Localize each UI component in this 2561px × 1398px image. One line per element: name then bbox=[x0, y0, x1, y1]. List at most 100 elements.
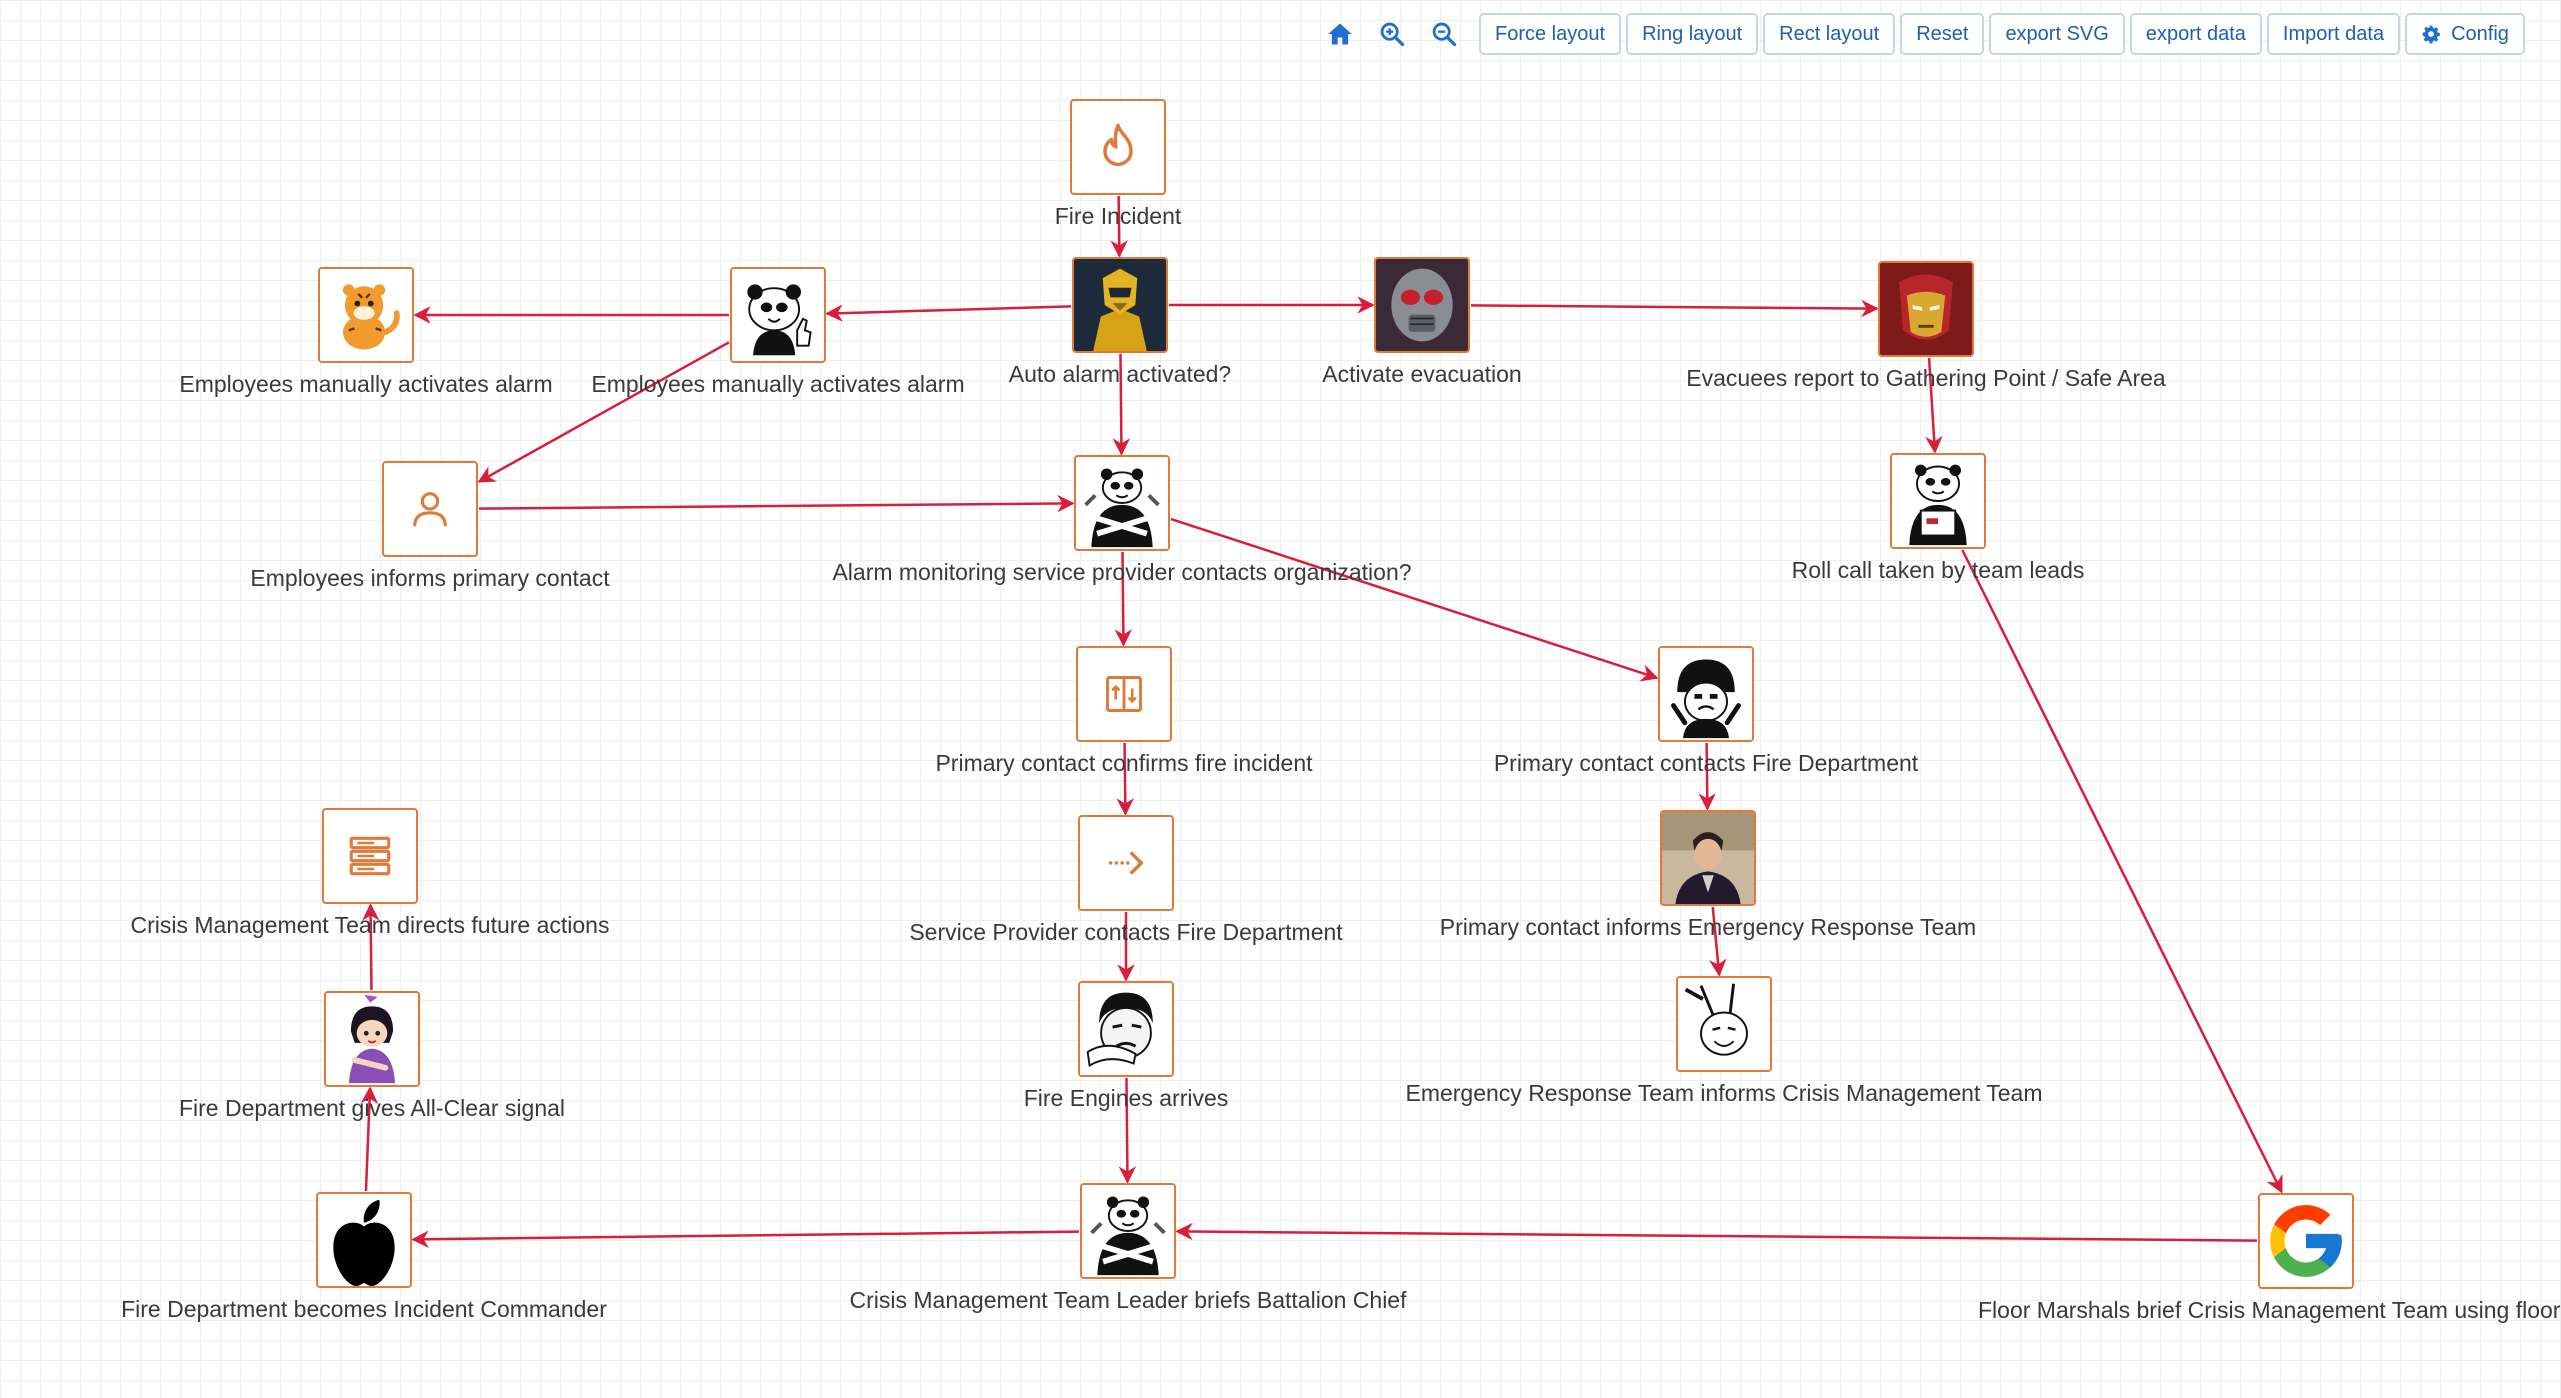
node-fd-commander[interactable]: Fire Department becomes Incident Command… bbox=[121, 1192, 607, 1322]
node-box[interactable] bbox=[1080, 1183, 1176, 1279]
node-box[interactable] bbox=[318, 267, 414, 363]
node-label: Evacuees report to Gathering Point / Saf… bbox=[1686, 365, 2166, 391]
node-box[interactable] bbox=[1072, 257, 1168, 353]
node-label: Auto alarm activated? bbox=[1008, 361, 1232, 387]
edge-floor_marshals-to-cmt_briefs bbox=[1175, 1222, 2258, 1242]
force-layout-button[interactable]: Force layout bbox=[1479, 13, 1622, 55]
fire-icon bbox=[1103, 123, 1133, 167]
node-box[interactable] bbox=[1676, 976, 1772, 1072]
server-stack-icon bbox=[349, 836, 391, 876]
reset-button[interactable]: Reset bbox=[1900, 13, 1985, 55]
node-contacts-fire-department[interactable]: Primary contact contacts Fire Department bbox=[1494, 646, 1918, 776]
node-box[interactable] bbox=[1878, 261, 1974, 357]
node-box[interactable] bbox=[1890, 453, 1986, 549]
node-employees-manual-2[interactable]: Employees manually activates alarm bbox=[591, 267, 965, 397]
node-label: Fire Department gives All-Clear signal bbox=[178, 1095, 566, 1121]
portrait-photo bbox=[1662, 812, 1754, 904]
node-confirms-fire[interactable]: Primary contact confirms fire incident bbox=[935, 646, 1313, 776]
node-box[interactable] bbox=[1078, 981, 1174, 1077]
home-icon[interactable] bbox=[1318, 12, 1362, 56]
edge-auto_alarm-to-emp_manual_2 bbox=[825, 304, 1072, 322]
node-label: Primary contact informs Emergency Respon… bbox=[1439, 914, 1977, 940]
edge-emp_manual_2-to-emp_informs bbox=[477, 341, 730, 483]
node-ert-informs-cmt[interactable]: Emergency Response Team informs Crisis M… bbox=[1405, 976, 2043, 1106]
node-cmt-briefs[interactable]: Crisis Management Team Leader briefs Bat… bbox=[850, 1183, 1406, 1313]
node-box[interactable] bbox=[1658, 646, 1754, 742]
google-logo bbox=[2270, 1205, 2342, 1277]
node-box[interactable] bbox=[1070, 99, 1166, 195]
cartoon-girl bbox=[326, 993, 418, 1085]
export-svg-button[interactable]: export SVG bbox=[1989, 13, 2125, 55]
config-button-label: Config bbox=[2451, 22, 2509, 45]
node-label: Floor Marshals brief Crisis Management T… bbox=[1978, 1297, 2561, 1323]
node-box[interactable] bbox=[316, 1192, 412, 1288]
rect-layout-button[interactable]: Rect layout bbox=[1763, 13, 1896, 55]
node-label: Employees manually activates alarm bbox=[179, 371, 553, 397]
rabbit-meme bbox=[1678, 978, 1770, 1070]
node-all-clear[interactable]: Fire Department gives All-Clear signal bbox=[179, 991, 565, 1121]
ring-layout-button[interactable]: Ring layout bbox=[1626, 13, 1759, 55]
node-employees-informs[interactable]: Employees informs primary contact bbox=[250, 461, 610, 591]
node-floor-marshals[interactable]: Floor Marshals brief Crisis Management T… bbox=[1978, 1193, 2560, 1323]
node-label: Primary contact confirms fire incident bbox=[935, 750, 1313, 776]
node-alarm-monitoring[interactable]: Alarm monitoring service provider contac… bbox=[832, 455, 1412, 585]
panda-arms-crossed-meme bbox=[1076, 457, 1168, 549]
edge-activate_evac-to-evacuees_report bbox=[1470, 299, 1879, 318]
node-fire-engines-arrive[interactable]: Fire Engines arrives bbox=[1024, 981, 1228, 1111]
user-icon bbox=[413, 492, 447, 527]
node-fire-incident[interactable]: Fire Incident bbox=[1055, 99, 1181, 229]
node-activate-evacuation[interactable]: Activate evacuation bbox=[1322, 257, 1522, 387]
node-box[interactable] bbox=[1660, 810, 1756, 906]
node-box[interactable] bbox=[730, 267, 826, 363]
swap-vertical-icon bbox=[1106, 676, 1142, 712]
zoom-in-icon[interactable] bbox=[1370, 12, 1414, 56]
panda-thumbs-up-meme bbox=[732, 269, 824, 361]
node-label: Alarm monitoring service provider contac… bbox=[832, 559, 1412, 585]
node-label: Crisis Management Team directs future ac… bbox=[130, 912, 610, 938]
panda-arms-crossed-meme bbox=[1082, 1185, 1174, 1277]
iron-hero-avatar bbox=[1880, 263, 1972, 355]
node-label: Primary contact contacts Fire Department bbox=[1493, 750, 1919, 776]
node-box[interactable] bbox=[322, 808, 418, 904]
node-label: Activate evacuation bbox=[1322, 361, 1522, 387]
node-sp-contacts-fire-department[interactable]: Service Provider contacts Fire Departmen… bbox=[909, 815, 1343, 945]
armored-hero-avatar bbox=[1074, 259, 1166, 351]
node-auto-alarm[interactable]: Auto alarm activated? bbox=[1009, 257, 1231, 387]
node-box[interactable] bbox=[324, 991, 420, 1087]
config-button[interactable]: Config bbox=[2405, 13, 2525, 55]
panda-sign-meme bbox=[1892, 455, 1984, 547]
node-label: Service Provider contacts Fire Departmen… bbox=[909, 919, 1343, 945]
node-box[interactable] bbox=[1076, 646, 1172, 742]
apple-logo bbox=[318, 1194, 410, 1286]
export-data-button[interactable]: export data bbox=[2129, 13, 2262, 55]
toolbar: Force layout Ring layout Rect layout Res… bbox=[1318, 12, 2525, 56]
arrow-right-dots-icon bbox=[1108, 851, 1144, 875]
edge-alarm_monitor-to-contacts_fd bbox=[1170, 517, 1659, 682]
node-box[interactable] bbox=[1074, 455, 1170, 551]
node-label: Fire Incident bbox=[1054, 203, 1182, 229]
cartoon-tiger bbox=[320, 269, 412, 361]
helmet-hero-avatar bbox=[1376, 259, 1468, 351]
node-roll-call[interactable]: Roll call taken by team leads bbox=[1792, 453, 2084, 583]
node-label: Fire Engines arrives bbox=[1023, 1085, 1229, 1111]
edge-emp_informs-to-alarm_monitor bbox=[478, 494, 1075, 513]
node-label: Roll call taken by team leads bbox=[1791, 557, 2085, 583]
node-label: Employees informs primary contact bbox=[250, 565, 610, 591]
zoom-out-icon[interactable] bbox=[1422, 12, 1466, 56]
node-box[interactable] bbox=[1374, 257, 1470, 353]
node-cmt-directs[interactable]: Crisis Management Team directs future ac… bbox=[131, 808, 609, 938]
node-label: Fire Department becomes Incident Command… bbox=[121, 1296, 607, 1322]
facepalm-meme bbox=[1080, 983, 1172, 1075]
node-label: Emergency Response Team informs Crisis M… bbox=[1405, 1080, 2043, 1106]
node-box[interactable] bbox=[382, 461, 478, 557]
node-box[interactable] bbox=[2258, 1193, 2354, 1289]
node-evacuees-report[interactable]: Evacuees report to Gathering Point / Saf… bbox=[1686, 261, 2166, 391]
node-employees-manual-1[interactable]: Employees manually activates alarm bbox=[179, 267, 553, 397]
node-box[interactable] bbox=[1078, 815, 1174, 911]
node-informs-ert[interactable]: Primary contact informs Emergency Respon… bbox=[1440, 810, 1976, 940]
gear-icon bbox=[2421, 24, 2441, 44]
import-data-button[interactable]: Import data bbox=[2266, 13, 2401, 55]
helmet-cartoon-meme bbox=[1660, 648, 1752, 740]
